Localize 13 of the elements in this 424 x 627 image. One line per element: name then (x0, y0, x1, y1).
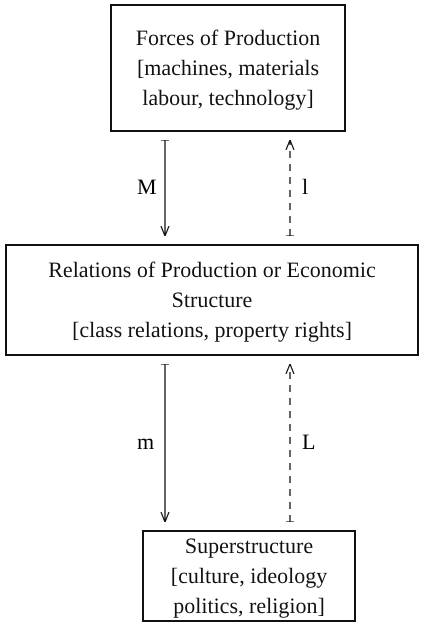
text-box (110, 4, 346, 132)
arrow (160, 363, 170, 523)
text-box (142, 530, 356, 622)
box-body: [class relations, property rights] (72, 316, 352, 344)
box-heading: Superstructure (184, 532, 314, 560)
text-box (5, 244, 419, 356)
box-body: [machines, materials labour, technology] (136, 54, 320, 112)
box-heading: Relations of Production or Economic Structure (47, 256, 377, 314)
arrow (160, 139, 170, 237)
arrow (285, 363, 295, 523)
box-heading: Forces of Production (136, 24, 320, 52)
box-body: [culture, ideology politics, religion] (170, 562, 328, 620)
arrow (285, 139, 295, 237)
